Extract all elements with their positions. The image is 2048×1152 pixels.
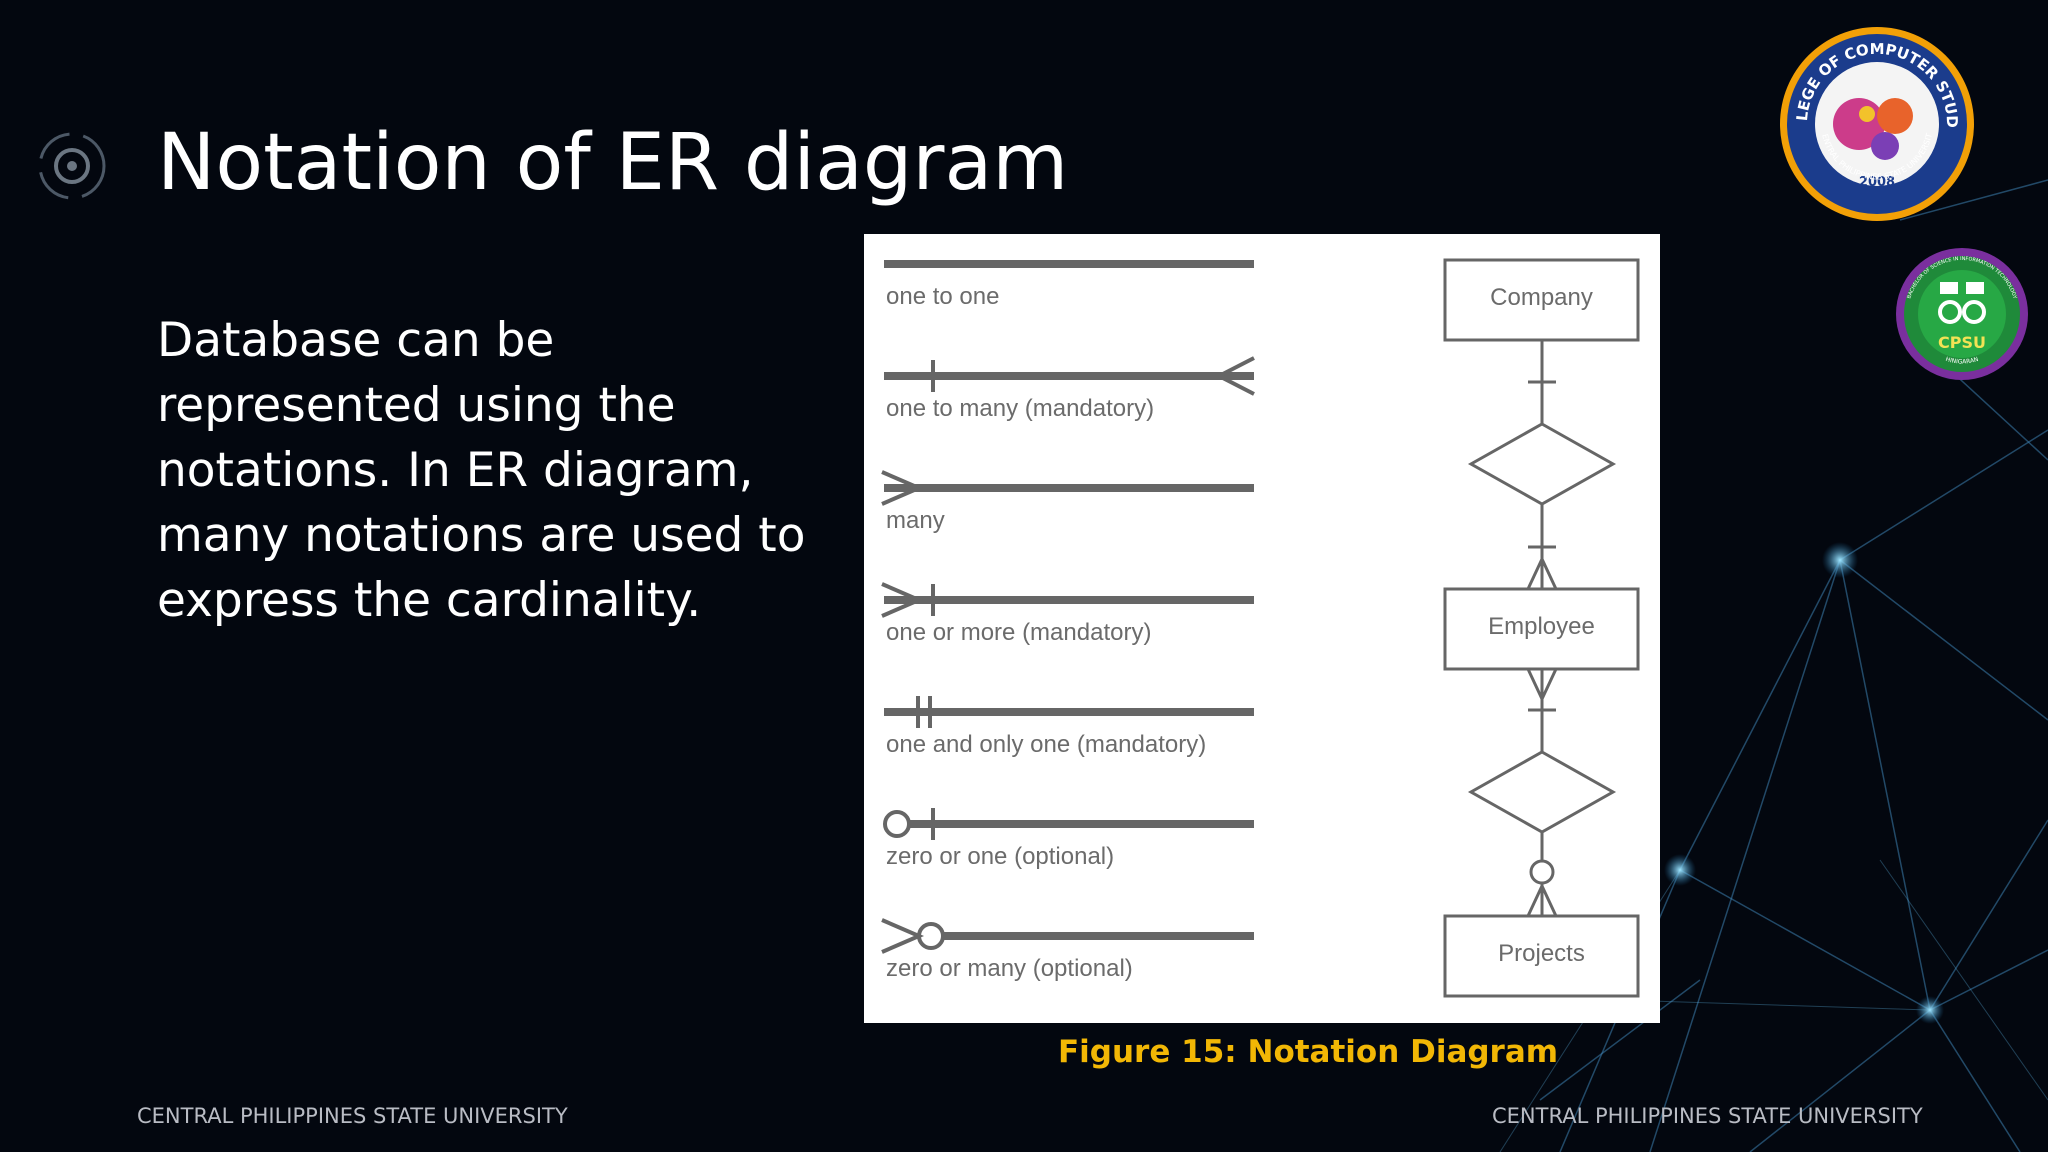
entity-employee-label: Employee: [1488, 613, 1595, 640]
notation-diagram-svg: [881, 258, 1640, 998]
entity-company-box: [1443, 258, 1640, 342]
cpsu-logo-name: CPSU: [1938, 333, 1986, 352]
notation-figure: one to one one to many (mandatory) many …: [864, 234, 1660, 1023]
footer-university-left: CENTRAL PHILIPPINES STATE UNIVERSITY: [137, 1104, 568, 1128]
cpsu-logo-bottom-text: HINIGARAN: [1945, 356, 1980, 366]
entity-projects-box: [1443, 914, 1640, 998]
relationship-diamond-2: [1467, 750, 1617, 834]
entity-projects-label: Projects: [1498, 940, 1585, 967]
notation-label: many: [886, 507, 945, 534]
footer-university-right: CENTRAL PHILIPPINES STATE UNIVERSITY: [1492, 1104, 1923, 1128]
figure-caption: Figure 15: Notation Diagram: [1058, 1034, 1559, 1070]
notation-label: zero or many (optional): [886, 955, 1133, 982]
notation-label: zero or one (optional): [886, 843, 1115, 870]
notation-label: one or more (mandatory): [886, 619, 1152, 646]
relationship-diamond-1: [1467, 422, 1617, 506]
ccs-logo: 2008 COLLEGE OF COMPUTER STUDIES CENTRAL…: [1777, 24, 1974, 221]
cpsu-logo: CPSU BACHELOR OF SCIENCE IN INFORMATION …: [1896, 248, 2028, 380]
slide-body-text: Database can be represented using the no…: [157, 313, 806, 628]
notation-label: one to many (mandatory): [886, 395, 1155, 422]
notation-label: one and only one (mandatory): [886, 731, 1207, 758]
entity-company-label: Company: [1490, 284, 1593, 311]
slide-title: Notation of ER diagram: [157, 118, 1069, 208]
decorative-circle-icon: [38, 132, 106, 200]
notation-label: one to one: [886, 283, 1000, 310]
ccs-logo-year: 2008: [1859, 175, 1895, 190]
